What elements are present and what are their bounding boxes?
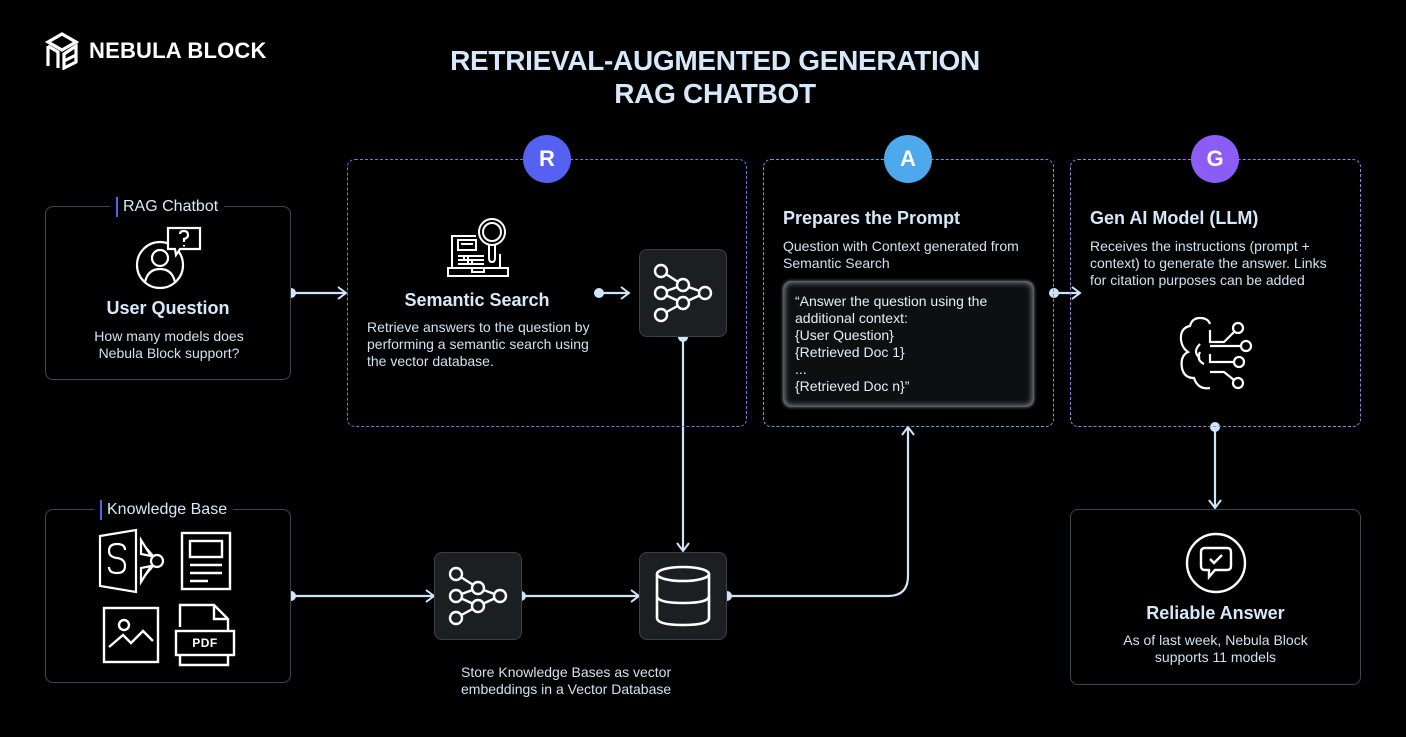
knowledge-base-card: Knowledge Base (45, 500, 291, 683)
card-label-rag-chatbot: RAG Chatbot (110, 197, 225, 217)
card-label-text: RAG Chatbot (123, 198, 219, 215)
generation-badge: G (1191, 135, 1239, 183)
reliable-answer-card: Reliable Answer As of last week, Nebula … (1070, 509, 1361, 685)
document-icon (180, 531, 232, 591)
user-question-card: RAG Chatbot User Question How many model… (45, 197, 291, 380)
ai-brain-icon (1179, 316, 1253, 390)
augmentation-heading: Prepares the Prompt (783, 208, 961, 228)
chat-check-icon (1185, 532, 1247, 594)
card-label-knowledge-base: Knowledge Base (94, 500, 234, 520)
generation-text: Receives the instructions (prompt + cont… (1090, 238, 1327, 288)
nebula-block-logo-icon (45, 32, 79, 70)
user-question-icon (135, 226, 202, 290)
connector-database-to-prompt (727, 425, 915, 598)
title-line-1: RETRIEVAL-AUGMENTED GENERATION (450, 45, 980, 76)
augmentation-badge: A (884, 135, 932, 183)
prompt-template: “Answer the question using the additiona… (783, 281, 1034, 407)
card-label-text: Knowledge Base (107, 501, 228, 518)
answer-text: As of last week, Nebula Block supports 1… (1123, 632, 1308, 665)
embedding-model-node-kb (434, 552, 522, 640)
sharepoint-icon (98, 528, 165, 594)
title-line-2: RAG CHATBOT (614, 78, 816, 109)
brand-logo: NEBULA BLOCK (45, 32, 267, 70)
neural-network-icon (448, 566, 508, 626)
answer-heading: Reliable Answer (1146, 603, 1285, 623)
pdf-icon: PDF (174, 603, 238, 667)
database-icon (655, 565, 711, 627)
page-title: RETRIEVAL-AUGMENTED GENERATION RAG CHATB… (0, 44, 1406, 110)
brand-name: NEBULA BLOCK (89, 38, 267, 63)
pdf-icon-shape (174, 603, 236, 667)
vector-database-node (639, 552, 727, 640)
laptop-search-icon (447, 218, 509, 277)
embedding-model-node-retrieval (639, 249, 727, 337)
augmentation-text: Question with Context generated from Sem… (783, 238, 1019, 271)
pdf-label: PDF (192, 636, 218, 650)
neural-network-icon (653, 263, 713, 323)
image-icon (102, 606, 160, 664)
embedding-caption: Store Knowledge Bases as vector embeddin… (461, 664, 672, 697)
user-question-text: How many models does Nebula Block suppor… (94, 328, 244, 361)
retrieval-badge: R (523, 135, 571, 183)
retrieval-heading: Semantic Search (404, 290, 550, 310)
generation-heading: Gen AI Model (LLM) (1090, 208, 1259, 228)
retrieval-text: Retrieve answers to the question by perf… (367, 319, 590, 369)
user-question-heading: User Question (106, 298, 230, 318)
